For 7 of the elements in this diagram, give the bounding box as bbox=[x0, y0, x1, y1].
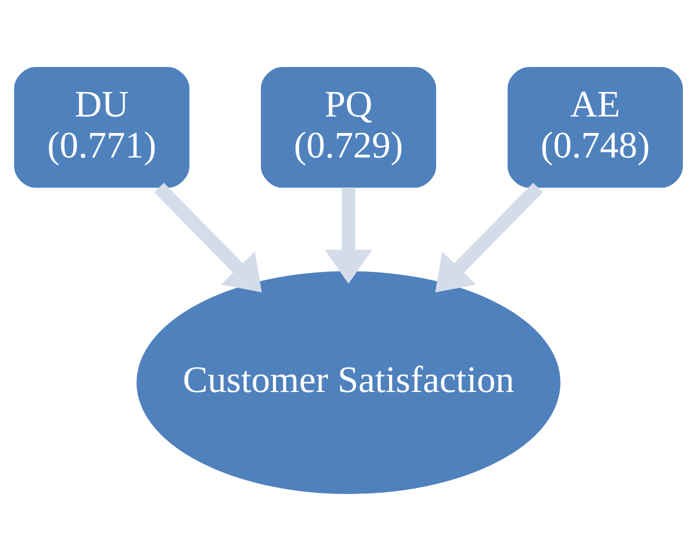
node-box: PQ (0.729) bbox=[260, 66, 436, 188]
arrow bbox=[324, 186, 372, 284]
arrow bbox=[435, 182, 543, 292]
node-ellipse: Customer Satisfaction bbox=[136, 270, 560, 494]
arrow bbox=[154, 182, 262, 292]
node-box: AE (0.748) bbox=[508, 66, 683, 188]
node-box: DU (0.771) bbox=[14, 66, 190, 188]
